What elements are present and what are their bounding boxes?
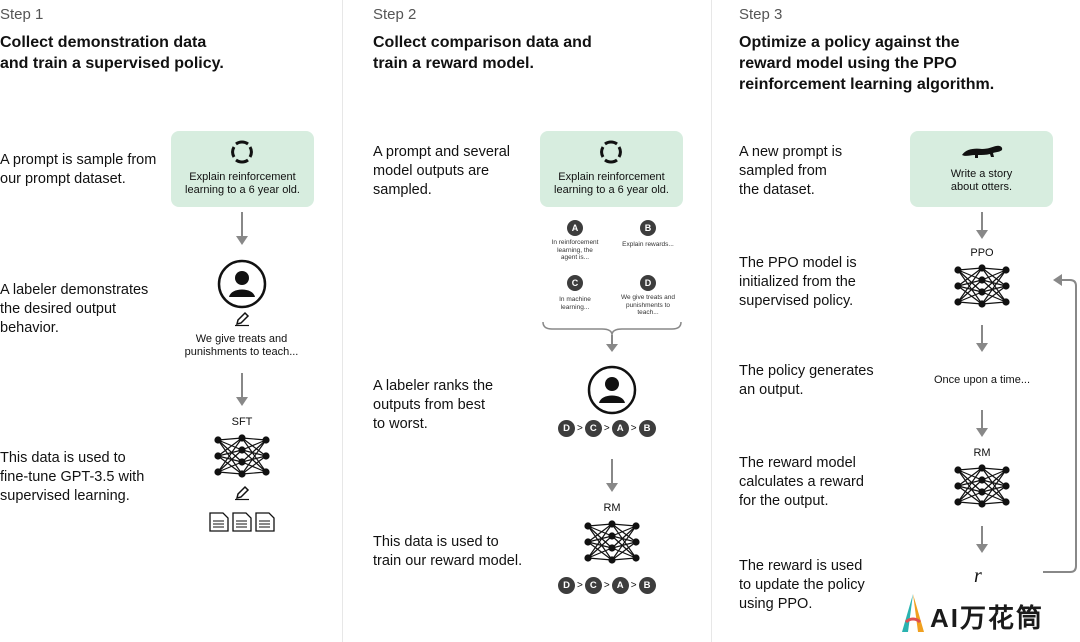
- pencil-icon: [235, 485, 250, 501]
- rm-label: RM: [603, 502, 621, 514]
- rank-badge: A: [611, 420, 629, 438]
- documents-icon: [209, 512, 275, 532]
- refresh-icon: [231, 140, 253, 164]
- step3-arrow-2: [976, 325, 988, 352]
- rank-badge: A: [611, 577, 629, 595]
- rank-badge: C: [584, 420, 602, 438]
- rm-network-icon: [584, 520, 640, 564]
- reward-symbol: r: [974, 565, 982, 587]
- labeler-avatar-icon: [217, 259, 267, 309]
- rank-badge: D: [558, 577, 575, 595]
- feedback-loop-arrow: [1043, 274, 1077, 573]
- otter-icon: [962, 145, 1003, 158]
- step3-label: Step 3: [739, 6, 783, 23]
- ranking-rm: D>C>A>B: [558, 577, 656, 595]
- reward-model-label: RM: [973, 447, 991, 459]
- rank-badge: B: [638, 577, 656, 595]
- labeler-avatar-icon: [587, 365, 637, 415]
- output-a-badge: A: [567, 220, 583, 236]
- reward-network-icon: [954, 464, 1010, 508]
- step3-arrow-1: [976, 212, 988, 239]
- step1-arrow-1: [236, 212, 248, 245]
- sft-label: SFT: [231, 416, 253, 428]
- policy-output-text: Once upon a time...: [934, 374, 1030, 386]
- column-divider-2: [711, 0, 712, 642]
- watermark-text: AI万花筒: [930, 603, 1045, 633]
- ppo-network-icon: [954, 264, 1010, 308]
- step2-label: Step 2: [373, 6, 417, 23]
- output-d-badge: D: [640, 275, 656, 291]
- sft-network-icon: [214, 434, 270, 478]
- watermark: AI万花筒: [880, 584, 1080, 642]
- step3-arrow-4: [976, 526, 988, 553]
- column-divider-1: [342, 0, 343, 642]
- ranking-labeler: D>C>A>B: [558, 420, 656, 438]
- step3-arrow-3: [976, 410, 988, 437]
- logo-icon: [902, 594, 924, 632]
- ppo-label: PPO: [970, 247, 994, 259]
- rank-badge: D: [558, 420, 575, 438]
- refresh-icon: [600, 140, 622, 164]
- step1-label: Step 1: [0, 6, 44, 23]
- rank-badge: C: [584, 577, 602, 595]
- outputs-brace: [542, 321, 682, 352]
- pencil-icon: [235, 311, 250, 327]
- rank-badge: B: [638, 420, 656, 438]
- output-c-badge: C: [567, 275, 583, 291]
- step2-arrow: [606, 459, 618, 492]
- output-b-text: Explain rewards...: [622, 241, 674, 248]
- output-b-badge: B: [640, 220, 656, 236]
- step1-arrow-2: [236, 373, 248, 406]
